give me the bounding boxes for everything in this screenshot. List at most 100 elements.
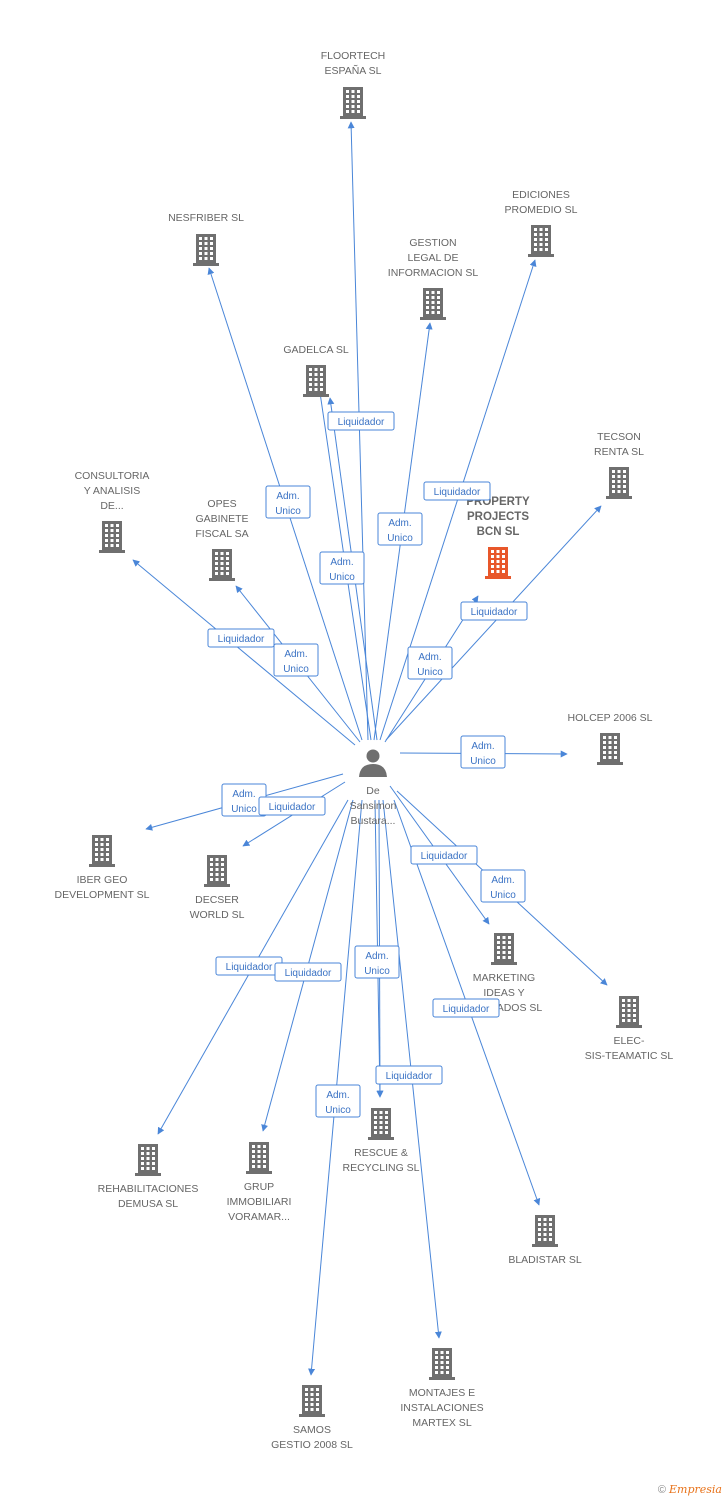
company-label: SIS-TEAMATIC SL xyxy=(585,1050,674,1062)
company-node-rescue[interactable]: RESCUE &RECYCLING SL xyxy=(342,1108,420,1174)
building-icon xyxy=(606,467,632,499)
relation-tag-box xyxy=(410,845,478,865)
building-icon xyxy=(299,1385,325,1417)
relation-tag[interactable]: Liquidador xyxy=(460,601,528,621)
relation-tag[interactable]: Adm. Unico xyxy=(460,735,506,769)
company-node-nesfriber[interactable]: NESFRIBER SL xyxy=(168,212,244,266)
relation-tag[interactable]: Liquidador xyxy=(274,962,342,982)
company-label: HOLCEP 2006 SL xyxy=(567,712,652,724)
relation-edge-floortech xyxy=(347,121,369,741)
relation-edge-consultoria xyxy=(132,559,356,746)
relation-tag[interactable]: Adm. Unico xyxy=(377,512,423,546)
company-node-gadelca[interactable]: GADELCA SL xyxy=(283,344,349,397)
company-label: TECSON xyxy=(597,431,641,443)
relation-tag[interactable]: Liquidador xyxy=(258,796,326,816)
company-label: RENTA SL xyxy=(594,446,644,458)
relation-tag[interactable]: Adm.Unico xyxy=(273,643,319,677)
building-icon xyxy=(368,1108,394,1140)
company-label: BCN SL xyxy=(477,526,520,538)
relation-tag[interactable]: Liquidador xyxy=(375,1065,443,1085)
relation-tag-label: Liquidador xyxy=(226,962,273,973)
building-icon xyxy=(135,1144,161,1176)
relation-tag[interactable]: Liquidador xyxy=(432,998,500,1018)
relation-tag[interactable]: Adm.Unico xyxy=(354,945,400,979)
relation-tag[interactable]: Liquidador xyxy=(423,481,491,501)
center-person[interactable]: DeSansimonBustara... xyxy=(350,749,397,828)
company-label: IMMOBILIARI xyxy=(227,1196,292,1208)
relation-tag-box xyxy=(315,1084,361,1118)
relation-tag[interactable]: Adm.Unico xyxy=(319,551,365,585)
brand-logo[interactable]: Empresia xyxy=(669,1483,722,1496)
relation-tag-label: Unico xyxy=(275,506,301,517)
relation-tag-label: Liquidador xyxy=(269,802,316,813)
building-icon xyxy=(99,521,125,553)
company-label: GESTION xyxy=(409,237,456,249)
relation-tag-label: Liquidador xyxy=(338,417,385,428)
relation-tag[interactable]: Adm.Unico xyxy=(315,1084,361,1118)
relation-tag[interactable]: Liquidador xyxy=(215,956,283,976)
edges-layer xyxy=(132,121,608,1376)
company-node-elec[interactable]: ELEC- SIS-TEAMATIC SL xyxy=(585,996,674,1062)
company-label: NESFRIBER SL xyxy=(168,212,244,224)
relation-tag-box xyxy=(274,962,342,982)
relation-tag-label: Liquidador xyxy=(386,1071,433,1082)
company-node-holcep[interactable]: HOLCEP 2006 SL xyxy=(567,712,653,765)
relation-tag-box xyxy=(265,485,311,519)
company-label: IDEAS Y xyxy=(483,987,524,999)
relation-tag[interactable]: Adm.Unico xyxy=(407,646,453,680)
company-label: ESPAÑA SL xyxy=(324,64,381,77)
relation-tag-label: Adm. xyxy=(276,491,299,502)
relation-tag-label: Liquidador xyxy=(218,634,265,645)
building-icon xyxy=(597,733,623,765)
company-label: GRUP xyxy=(244,1181,274,1193)
building-icon xyxy=(89,835,115,867)
relation-tag-label: Adm. xyxy=(471,741,494,752)
company-node-bladistar[interactable]: BLADISTAR SL xyxy=(508,1215,582,1266)
building-icon xyxy=(209,549,235,581)
relation-tag-label: Liquidador xyxy=(443,1004,490,1015)
relation-tag-label: Unico xyxy=(470,756,496,767)
company-label: INSTALACIONES xyxy=(400,1402,483,1414)
person-label: Sansimon xyxy=(350,800,397,812)
company-label: PROMEDIO SL xyxy=(505,204,578,216)
relation-tag[interactable]: Liquidador xyxy=(327,411,395,431)
footer-credit: © Empresia xyxy=(658,1483,722,1496)
relation-tag[interactable]: Adm.Unico xyxy=(480,869,526,903)
relation-tag-box xyxy=(327,411,395,431)
relation-tag-box xyxy=(273,643,319,677)
relation-tag-label: Unico xyxy=(364,966,390,977)
building-icon xyxy=(204,855,230,887)
copyright-symbol: © xyxy=(657,1484,666,1496)
relation-tag-box xyxy=(460,735,506,769)
company-node-tecson[interactable]: TECSON RENTA SL xyxy=(594,431,644,499)
relation-tag-box xyxy=(258,796,326,816)
relation-tag[interactable]: Adm. Unico xyxy=(265,485,311,519)
person-label: De xyxy=(366,785,380,797)
company-label: ELEC- xyxy=(614,1035,645,1047)
relation-tag-label: Unico xyxy=(387,533,413,544)
relation-tag-box xyxy=(207,628,275,648)
company-label: RECYCLING SL xyxy=(342,1162,419,1174)
company-node-grup[interactable]: GRUPIMMOBILIARIVORAMAR... xyxy=(227,1142,292,1223)
relation-tag[interactable]: Liquidador xyxy=(410,845,478,865)
building-icon xyxy=(485,547,511,579)
relation-tag-label: Adm. xyxy=(388,518,411,529)
relation-tag-label: Adm. xyxy=(326,1090,349,1101)
relation-tag-label: Adm. xyxy=(232,789,255,800)
building-icon xyxy=(491,933,517,965)
company-label: PROJECTS xyxy=(467,511,529,523)
relation-tag[interactable]: Liquidador xyxy=(207,628,275,648)
